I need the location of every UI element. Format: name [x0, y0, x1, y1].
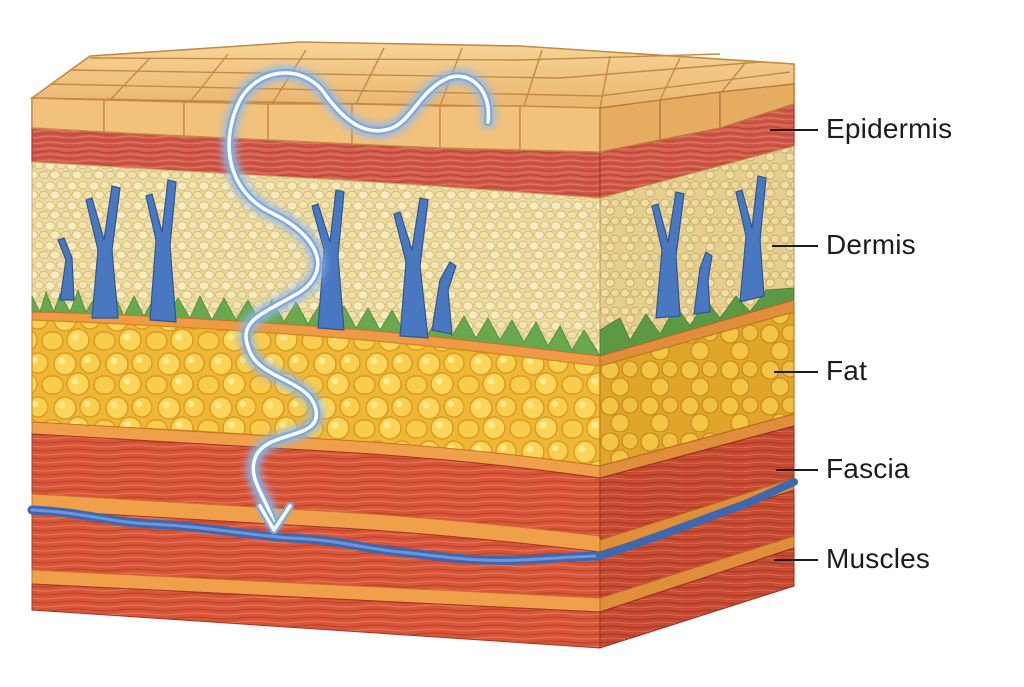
label-fascia: Fascia	[826, 453, 910, 484]
side-face	[596, 83, 798, 649]
top-face	[29, 41, 795, 153]
label-dermis: Dermis	[826, 229, 916, 260]
label-fat: Fat	[826, 355, 868, 386]
front-face	[27, 97, 605, 649]
leader-lines	[770, 129, 818, 561]
label-epidermis: Epidermis	[826, 113, 953, 144]
label-muscles: Muscles	[826, 543, 931, 574]
penetration-path-arrow	[222, 65, 496, 534]
